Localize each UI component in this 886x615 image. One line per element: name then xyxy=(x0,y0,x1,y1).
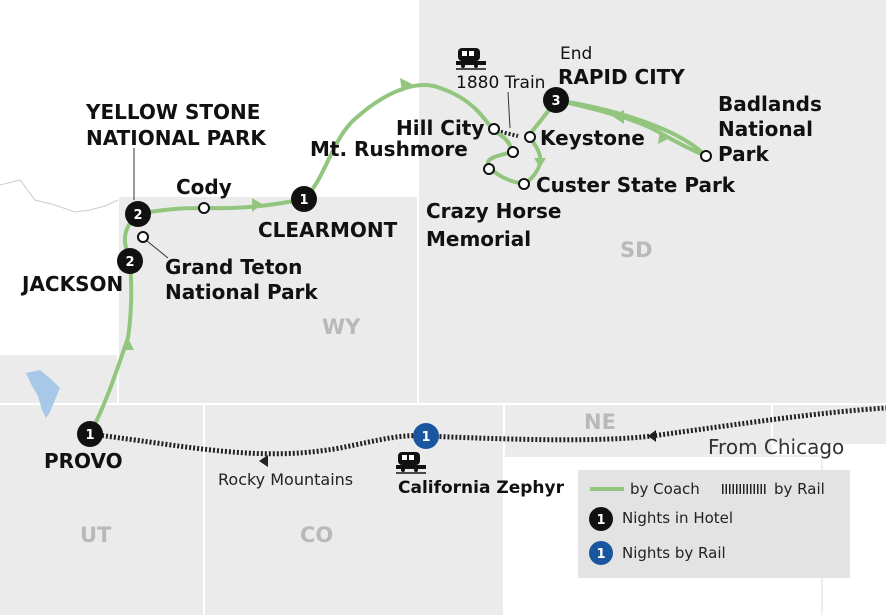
label-hill-city: Hill City xyxy=(396,116,484,140)
label-end: End xyxy=(560,44,592,64)
label-california-zephyr: California Zephyr xyxy=(398,478,565,498)
stop-custer xyxy=(518,178,530,190)
svg-text:1: 1 xyxy=(85,428,94,443)
state-label-sd: SD xyxy=(620,238,653,262)
label-grand-teton-2: National Park xyxy=(165,280,318,304)
label-clearmont: CLEARMONT xyxy=(258,218,398,242)
stop-cody xyxy=(198,202,210,214)
label-cody: Cody xyxy=(176,175,232,199)
label-custer: Custer State Park xyxy=(536,173,736,197)
rail-arrow-chicago xyxy=(648,430,656,442)
svg-text:1: 1 xyxy=(299,193,308,208)
stop-crazy-horse xyxy=(483,163,495,175)
label-rocky-mountains: Rocky Mountains xyxy=(218,470,353,489)
svg-text:1: 1 xyxy=(421,430,430,445)
label-grand-teton-1: Grand Teton xyxy=(165,255,302,279)
hotel-pin-jackson: 2 xyxy=(117,248,143,274)
stop-hill-city xyxy=(488,123,500,135)
train-icon xyxy=(456,48,486,70)
hotel-pin-clearmont: 1 xyxy=(291,186,317,212)
legend-hotel-label: Nights in Hotel xyxy=(622,509,733,527)
state-label-co: CO xyxy=(300,523,333,547)
state-label-ne: NE xyxy=(584,410,616,434)
legend-rail-pin xyxy=(589,541,613,565)
state-ut-upper xyxy=(0,354,118,404)
train-icon xyxy=(396,452,426,474)
label-jackson: JACKSON xyxy=(20,272,123,296)
legend-hotel-pin xyxy=(589,507,613,531)
label-provo: PROVO xyxy=(44,449,123,473)
label-badlands-2: National xyxy=(718,117,813,141)
state-ne xyxy=(504,404,772,456)
stop-badlands xyxy=(700,150,712,162)
legend-coach-label: by Coach xyxy=(630,480,700,498)
salt-lake xyxy=(26,370,60,418)
state-sd xyxy=(418,0,886,404)
legend-hotel-pin-number: 1 xyxy=(596,513,605,528)
legend: by Coach by Rail 1 Nights in Hotel 1 Nig… xyxy=(578,470,850,578)
label-badlands-1: Badlands xyxy=(718,92,822,116)
label-yellowstone-1: YELLOW STONE xyxy=(85,100,260,124)
label-keystone: Keystone xyxy=(540,126,645,150)
hotel-pin-provo: 1 xyxy=(77,421,103,447)
state-label-ut: UT xyxy=(80,523,112,547)
hotel-pin-yellowstone: 2 xyxy=(125,201,151,227)
stop-markers xyxy=(137,123,712,243)
label-yellowstone-2: NATIONAL PARK xyxy=(86,126,267,150)
legend-rail-label: by Rail xyxy=(774,480,825,498)
label-crazy-horse-2: Memorial xyxy=(426,227,531,251)
svg-text:2: 2 xyxy=(133,208,142,223)
grand-teton-pointer xyxy=(146,240,169,259)
stop-keystone xyxy=(524,131,536,143)
svg-text:3: 3 xyxy=(551,94,560,109)
coach-arrows xyxy=(122,78,670,350)
state-label-wy: WY xyxy=(322,315,361,339)
state-co xyxy=(204,404,504,615)
rail-pin-zephyr: 1 xyxy=(413,423,439,449)
stop-grand-teton xyxy=(137,231,149,243)
svg-text:2: 2 xyxy=(125,255,134,270)
label-mt-rushmore: Mt. Rushmore xyxy=(310,137,468,161)
stop-mt-rushmore xyxy=(507,146,519,158)
idaho-border xyxy=(0,179,119,213)
legend-rail-pin-number: 1 xyxy=(596,547,605,562)
label-crazy-horse-1: Crazy Horse xyxy=(426,199,562,223)
legend-rail-nights-label: Nights by Rail xyxy=(622,544,726,562)
train-1880-pointer xyxy=(507,91,511,129)
label-from-chicago: From Chicago xyxy=(708,435,844,459)
rail-arrow-rocky xyxy=(259,455,268,467)
label-badlands-3: Park xyxy=(718,142,769,166)
hotel-pin-rapid-city: 3 xyxy=(543,87,569,113)
label-1880-train: 1880 Train xyxy=(456,73,545,93)
label-rapid-city: RAPID CITY xyxy=(558,65,685,89)
